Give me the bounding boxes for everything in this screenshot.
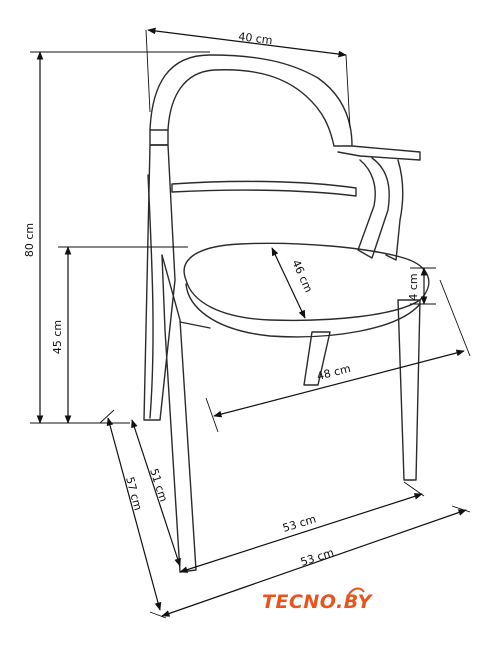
chair-drawing [143,54,430,573]
chair-left-rear-leg-inner [147,174,154,419]
label-height-total: 80 cm [23,223,36,257]
dim-line-seat-depth [271,247,306,319]
chair-seat-frame [179,321,211,329]
chair-armrest [333,145,421,161]
chair-right-front-leg [397,299,421,481]
label-width-front: 53 cm [281,512,318,534]
chair-back-rail [171,180,357,197]
chair-left-front-leg [161,254,197,573]
chair-seat-top [183,242,430,322]
label-seat-depth: 46 cm [289,258,315,295]
tecno-logo: TECNO.BY [262,587,374,613]
label-seat-height: 45 cm [51,320,64,354]
chair-right-arm-support [357,157,390,259]
label-seat-width: 48 cm [316,362,352,383]
label-depth-inner: 51 cm [147,467,170,504]
label-width-top: 40 cm [238,30,274,47]
chair-back-post [149,129,169,146]
logo-swoosh [347,587,365,597]
dim-line-depth-outer [106,417,162,611]
dim-line-width-top [147,27,347,58]
label-seat-thickness: 4 cm [407,273,420,300]
label-depth-outer: 57 cm [123,475,144,511]
dim-line-seat-width [213,349,465,418]
label-width-base: 53 cm [299,546,336,569]
chair-back-arch-inner [167,69,335,147]
chair-right-arm-support-2 [385,159,404,261]
chair-seat-bottom [185,283,421,338]
chair-left-rear-leg [143,144,176,421]
dim-line-width-base [161,509,467,617]
chair-back-arch [149,54,353,147]
dimension-lines: 40 cm 80 cm 45 cm 46 cm 4 cm 48 cm 51 cm… [23,27,471,619]
logo-text: TECNO.BY [262,591,374,613]
